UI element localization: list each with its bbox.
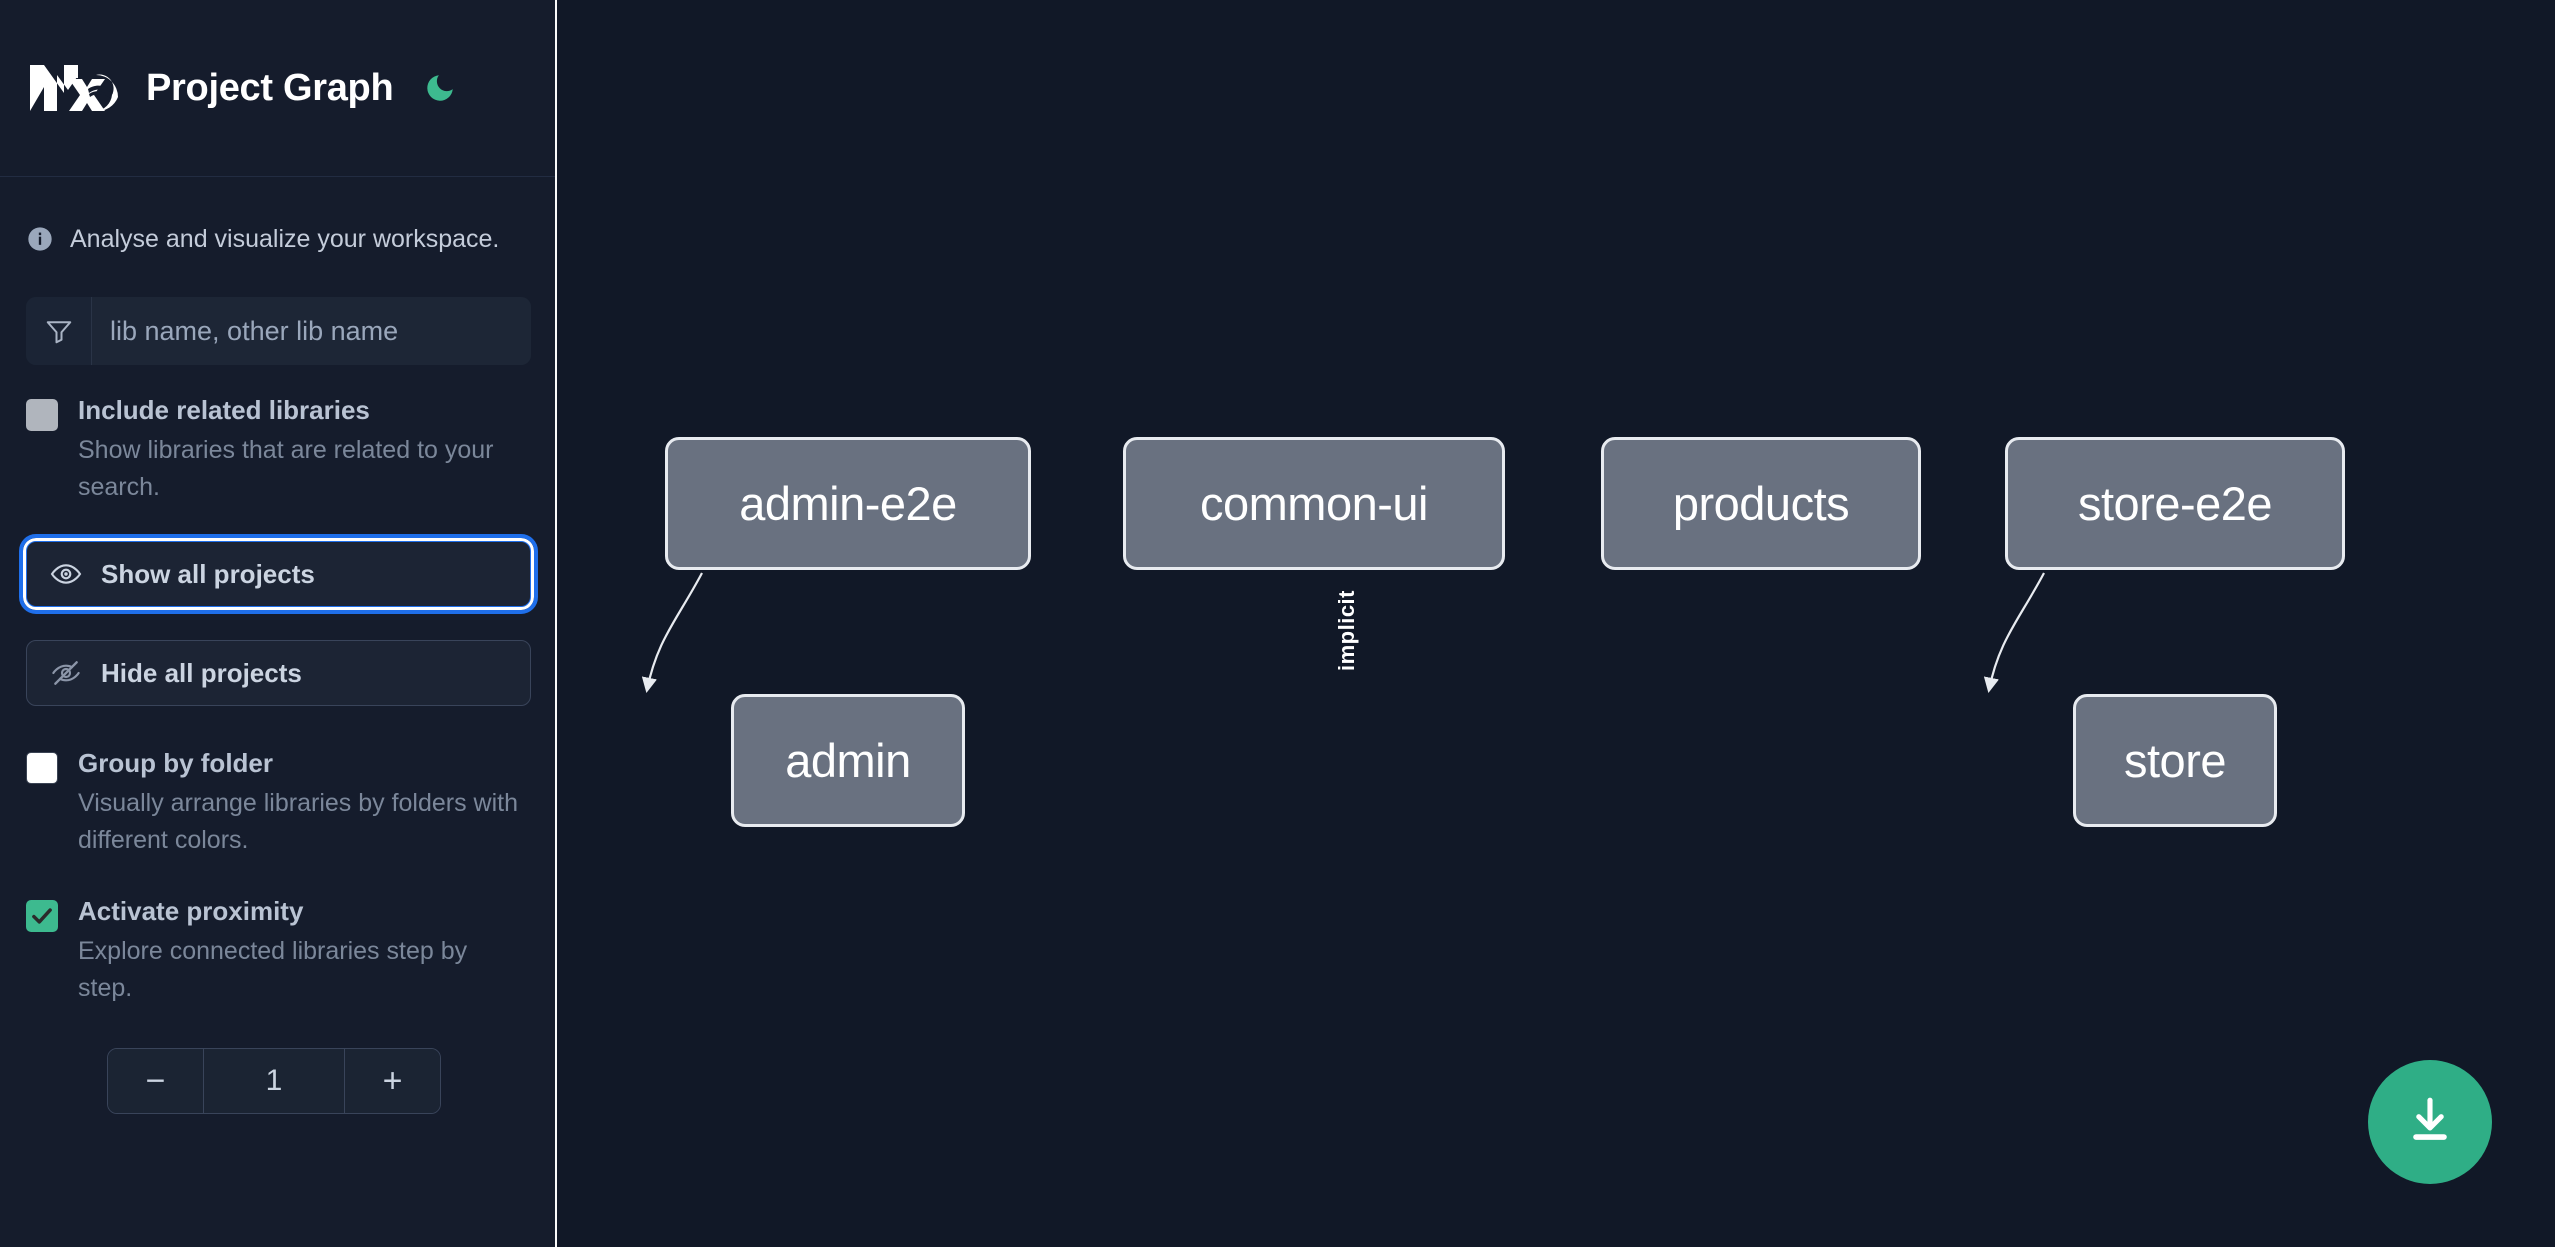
moon-icon[interactable] (417, 65, 463, 111)
graph-node-admin-e2e[interactable]: admin-e2e (665, 437, 1031, 570)
download-icon (2402, 1092, 2458, 1153)
download-button[interactable] (2368, 1060, 2492, 1184)
option-activate-proximity[interactable]: Activate proximity Explore connected lib… (0, 894, 557, 1006)
proximity-increment-button[interactable]: + (344, 1049, 440, 1114)
sidebar-header: Project Graph (0, 0, 557, 177)
option-description: Visually arrange libraries by folders wi… (78, 789, 519, 854)
proximity-stepper-wrap: − 1 + (0, 1048, 557, 1115)
option-group-by-folder[interactable]: Group by folder Visually arrange librari… (0, 746, 557, 858)
edge-label-admin-implicit: implicit (1334, 590, 1359, 672)
show-all-projects-button[interactable]: Show all projects (19, 534, 538, 615)
checkbox-group-by-folder[interactable] (26, 752, 58, 785)
option-description: Show libraries that are related to your … (78, 436, 494, 501)
graph-edges (641, 572, 2045, 694)
search-field (26, 297, 531, 365)
option-label: Activate proximity (78, 896, 304, 927)
page-title: Project Graph (146, 66, 394, 109)
search-input[interactable] (92, 297, 531, 365)
workspace-info-text: Analyse and visualize your workspace. (70, 224, 500, 253)
graph-canvas[interactable]: implicit implicit admin-e2e common-ui pr… (557, 0, 2555, 1247)
eye-icon (49, 557, 83, 591)
hide-all-projects-button[interactable]: Hide all projects (26, 640, 531, 707)
checkbox-include-related-libraries[interactable] (26, 399, 58, 431)
graph-node-admin[interactable]: admin (731, 694, 965, 827)
graph-node-products[interactable]: products (1601, 437, 1921, 570)
workspace-info: Analyse and visualize your workspace. (0, 177, 557, 269)
info-icon (26, 225, 54, 253)
option-include-related-libraries[interactable]: Include related libraries Show libraries… (0, 393, 557, 505)
option-label: Group by folder (78, 748, 273, 779)
checkbox-activate-proximity[interactable] (26, 900, 58, 933)
nx-logo-icon (26, 57, 124, 119)
proximity-decrement-button[interactable]: − (108, 1049, 204, 1114)
option-description: Explore connected libraries step by step… (78, 937, 468, 1002)
sidebar: Project Graph Analyse and visualize your… (0, 0, 557, 1247)
proximity-stepper: − 1 + (107, 1048, 441, 1115)
option-label: Include related libraries (78, 395, 370, 425)
proximity-value[interactable]: 1 (204, 1049, 344, 1114)
project-visibility-buttons: Show all projects Hide all projects (0, 534, 557, 707)
eye-off-icon (49, 656, 83, 690)
sidebar-scrollbar-track[interactable] (555, 0, 557, 1247)
show-all-projects-label: Show all projects (101, 558, 315, 589)
graph-node-store-e2e[interactable]: store-e2e (2005, 437, 2345, 570)
filter-icon[interactable] (26, 297, 92, 365)
graph-node-store[interactable]: store (2073, 694, 2277, 827)
hide-all-projects-label: Hide all projects (101, 657, 302, 688)
graph-node-common-ui[interactable]: common-ui (1123, 437, 1505, 570)
